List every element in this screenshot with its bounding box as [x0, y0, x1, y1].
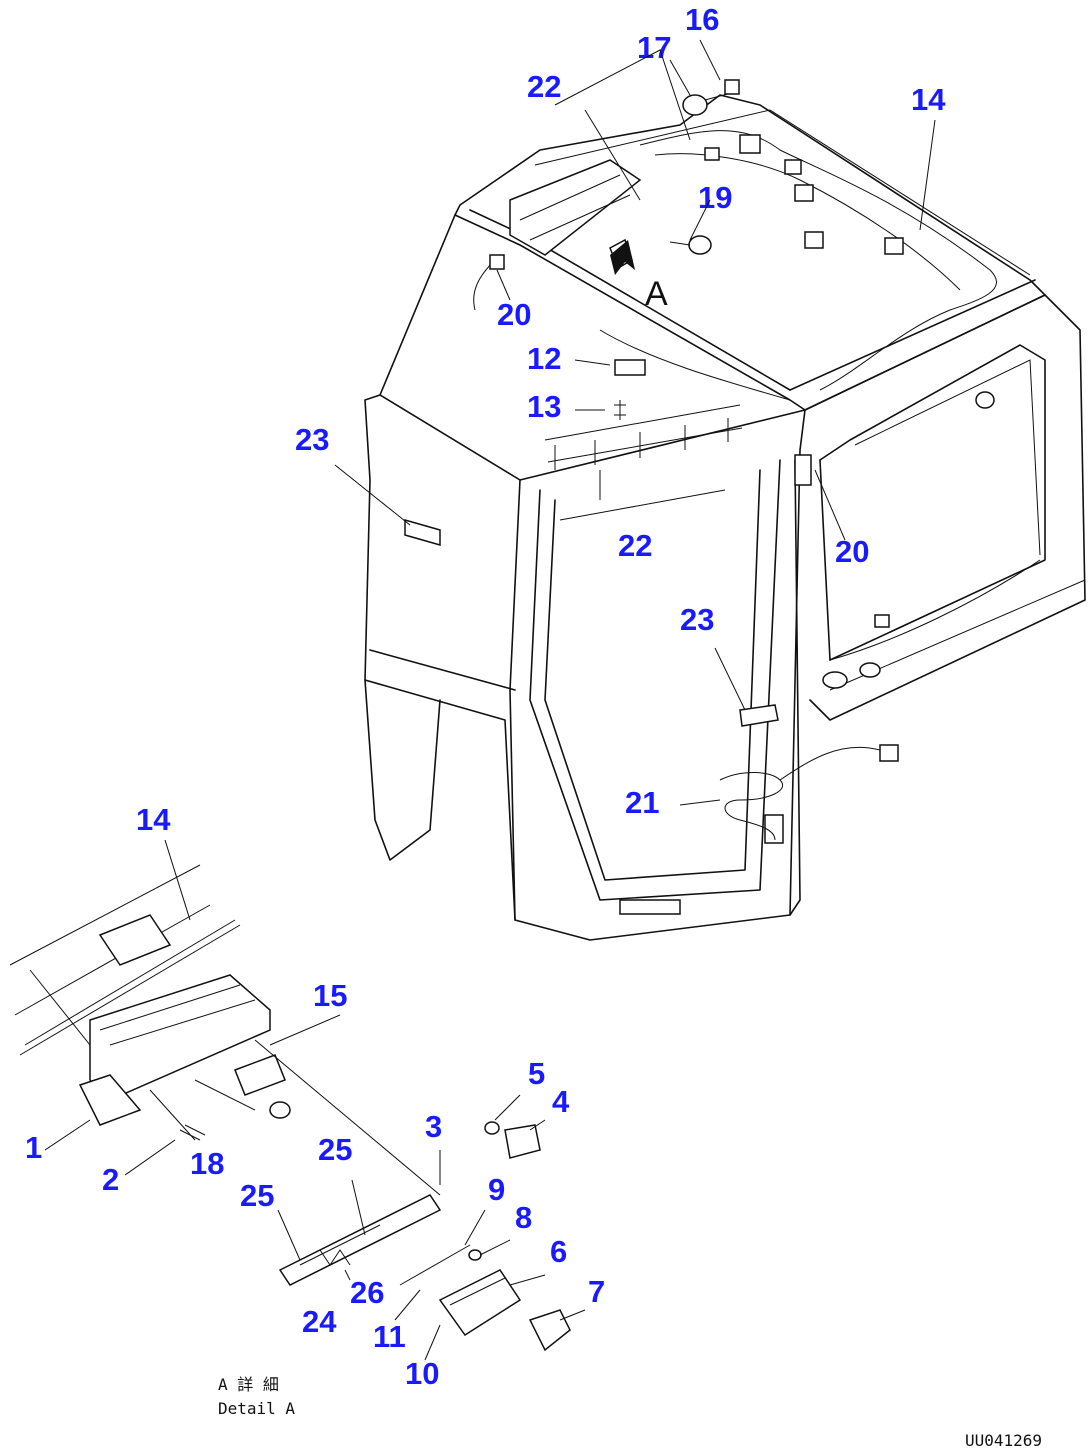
callout-3: 3 [425, 1109, 442, 1144]
callout-8: 8 [515, 1200, 532, 1235]
callout-14-cab: 14 [911, 82, 946, 117]
callout-22-top: 22 [527, 69, 561, 104]
callout-14-detail: 14 [136, 802, 171, 837]
callout-18: 18 [190, 1146, 224, 1181]
callout-19: 19 [698, 180, 732, 215]
callout-23-left: 23 [295, 422, 329, 457]
detail-label-jp: A 詳 細 [218, 1375, 279, 1394]
callout-11: 11 [373, 1319, 406, 1354]
callout-6: 6 [550, 1234, 567, 1269]
callout-25-upper: 25 [318, 1132, 352, 1167]
callout-2: 2 [102, 1162, 119, 1197]
callout-4: 4 [552, 1084, 570, 1119]
callouts: 16 17 22 14 19 20 12 13 23 22 20 23 21 1… [25, 2, 946, 1391]
callout-5: 5 [528, 1056, 545, 1091]
callout-22-front: 22 [618, 528, 652, 563]
callout-20-right: 20 [835, 534, 869, 569]
callout-23-right: 23 [680, 602, 714, 637]
callout-9: 9 [488, 1172, 505, 1207]
callout-24: 24 [302, 1304, 337, 1339]
callout-20-left: 20 [497, 297, 531, 332]
callout-7: 7 [588, 1274, 605, 1309]
cab-assembly: A [364, 79, 1086, 941]
callout-12: 12 [527, 341, 561, 376]
callout-26: 26 [350, 1275, 384, 1310]
callout-1: 1 [25, 1130, 42, 1165]
callout-16: 16 [685, 2, 719, 37]
callout-15: 15 [313, 978, 347, 1013]
detail-label-en: Detail A [218, 1399, 295, 1418]
view-letter: A [645, 275, 668, 313]
detail-a-drawing [9, 864, 571, 1352]
callout-10: 10 [405, 1356, 439, 1391]
callout-13: 13 [527, 389, 561, 424]
drawing-code: UU041269 [965, 1431, 1042, 1450]
callout-21: 21 [625, 785, 659, 820]
direction-arrow-icon [610, 240, 635, 275]
callout-25-lower: 25 [240, 1178, 274, 1213]
